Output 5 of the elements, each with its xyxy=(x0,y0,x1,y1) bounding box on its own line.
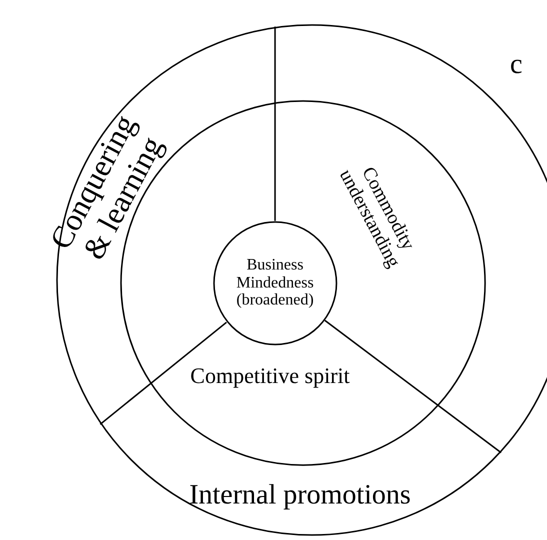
panel-letter: c xyxy=(510,50,522,81)
ring-circle xyxy=(212,220,338,346)
ring-label: Business Mindedness (broadened) xyxy=(235,256,315,310)
ring-label: Internal promotions xyxy=(188,480,412,512)
ring-label: Competitive spirit xyxy=(189,364,351,388)
